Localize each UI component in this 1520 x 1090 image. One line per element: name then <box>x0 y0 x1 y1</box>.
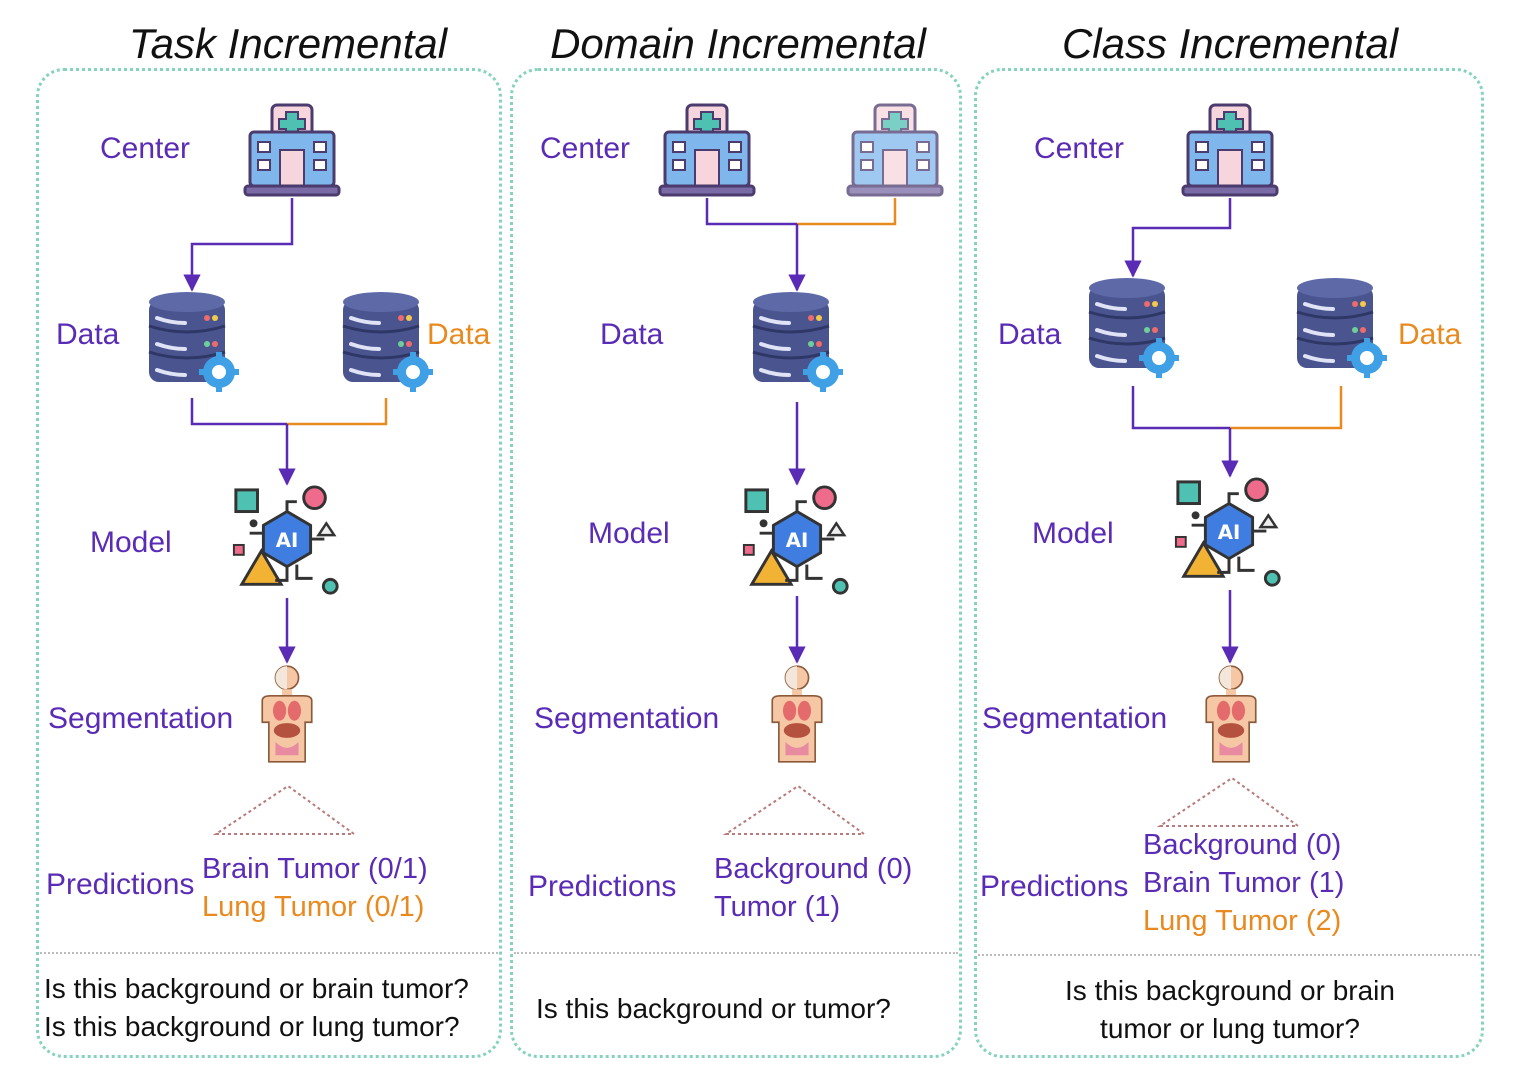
question-text: Is this background or brain tumor or lun… <box>1065 975 1395 1044</box>
hospital-icon <box>657 100 757 200</box>
prediction-item: Tumor (1) <box>714 891 841 923</box>
data-label: Data <box>600 318 664 351</box>
segmentation-label: Segmentation <box>982 702 1168 735</box>
center-label: Center <box>1034 132 1125 165</box>
prediction-list: Background (0) Brain Tumor (1) Lung Tumo… <box>1143 826 1344 940</box>
predictions-label: Predictions <box>46 868 195 901</box>
question-text: Is this background or brain tumor? Is th… <box>44 973 469 1042</box>
model-label: Model <box>90 526 172 559</box>
database-icon <box>136 290 246 400</box>
question-text: Is this background or tumor? <box>536 993 891 1024</box>
title-domain-incremental: Domain Incremental <box>550 20 926 67</box>
hospital-icon <box>1180 100 1280 200</box>
prediction-item: Brain Tumor (1) <box>1143 867 1345 899</box>
hospital-icon <box>242 100 342 200</box>
segmentation-label: Segmentation <box>48 702 234 735</box>
center-label: Center <box>540 132 631 165</box>
human-anatomy-icon <box>1198 664 1264 764</box>
center-label: Center <box>100 132 191 165</box>
divider <box>40 952 498 954</box>
divider <box>978 954 1480 956</box>
prediction-list: Brain Tumor (0/1) Lung Tumor (0/1) <box>202 850 428 926</box>
predictions-label: Predictions <box>980 870 1129 903</box>
panel-task-incremental <box>36 68 502 1058</box>
model-label: Model <box>1032 517 1114 550</box>
data-label-left: Data <box>56 318 120 351</box>
data-label-left: Data <box>998 318 1062 351</box>
database-icon <box>740 290 850 400</box>
prediction-list: Background (0) Tumor (1) <box>714 850 912 926</box>
data-label-right: Data <box>427 318 491 351</box>
ai-model-icon <box>738 484 856 602</box>
title-class-incremental: Class Incremental <box>1061 20 1399 67</box>
database-icon <box>1284 276 1394 386</box>
database-icon <box>330 290 440 400</box>
panel-class-incremental <box>974 68 1484 1058</box>
title-task-incremental: Task Incremental <box>128 20 448 67</box>
model-label: Model <box>588 517 670 550</box>
prediction-item: Lung Tumor (2) <box>1143 905 1342 937</box>
database-icon <box>1076 276 1186 386</box>
hospital-icon <box>845 100 945 200</box>
prediction-item: Background (0) <box>714 853 913 885</box>
ai-model-icon <box>1170 476 1288 594</box>
prediction-item: Lung Tumor (0/1) <box>202 891 425 923</box>
human-anatomy-icon <box>254 664 320 764</box>
prediction-item: Background (0) <box>1143 829 1342 861</box>
ai-model-icon <box>228 484 346 602</box>
panel-domain-incremental <box>510 68 962 1058</box>
data-label-right: Data <box>1398 318 1462 351</box>
segmentation-label: Segmentation <box>534 702 720 735</box>
predictions-label: Predictions <box>528 870 677 903</box>
human-anatomy-icon <box>764 664 830 764</box>
prediction-item: Brain Tumor (0/1) <box>202 853 428 885</box>
divider <box>514 952 958 954</box>
